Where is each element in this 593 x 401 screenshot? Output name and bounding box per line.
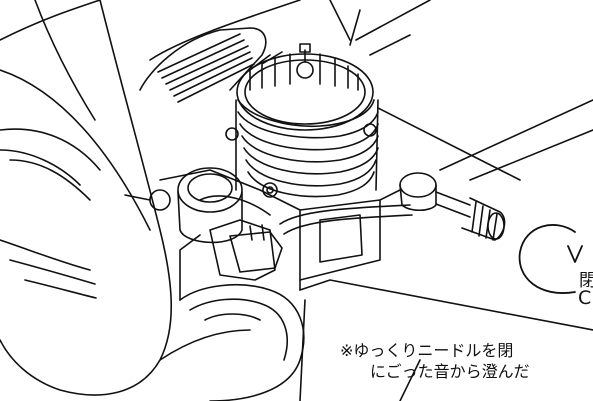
rotation-label: 閉	[579, 271, 593, 291]
propeller-icon	[0, 0, 251, 396]
rotation-letter: C	[578, 287, 592, 309]
tank-ribs-icon	[139, 27, 267, 103]
carburetor-icon	[124, 167, 283, 273]
rotation-arrow-icon	[518, 224, 583, 294]
crankcase-icon	[159, 169, 401, 301]
note-line-2: にごった音から澄んだ	[370, 362, 530, 381]
cylinder-head-icon	[236, 43, 375, 131]
needle-valve-icon	[399, 172, 506, 241]
spinner-icon	[179, 284, 305, 401]
note-line-1: ※ゆっくりニードルを閉	[340, 341, 514, 360]
fuel-line-icon	[279, 204, 413, 235]
